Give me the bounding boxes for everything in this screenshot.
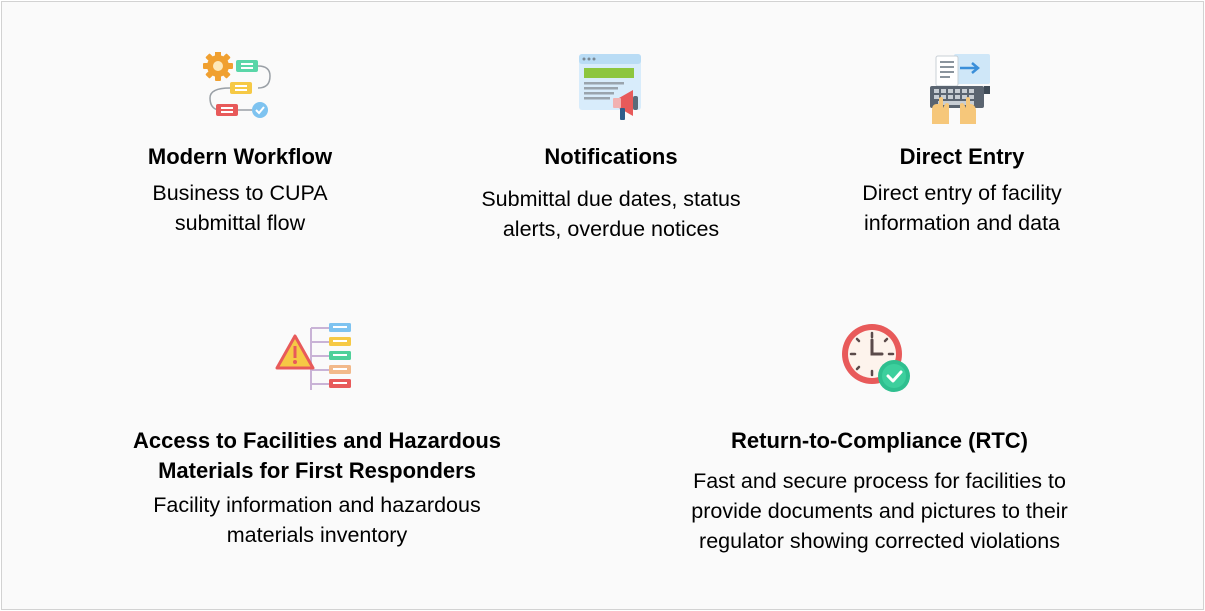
- feature-modern-workflow: Modern Workflow Business to CUPA submitt…: [90, 52, 390, 238]
- feature-description: Business to CUPA submittal flow: [152, 181, 328, 235]
- hazard-hierarchy-icon: [275, 323, 351, 390]
- feature-description: Submittal due dates, status alerts, over…: [481, 187, 741, 241]
- clock-check-icon: [841, 324, 910, 392]
- feature-title: Direct Entry: [899, 144, 1025, 169]
- feature-title: Access to Facilities and Hazardous Mater…: [132, 428, 502, 483]
- feature-direct-entry: Direct Entry Direct entry of facility in…: [812, 52, 1112, 238]
- feature-description: Fast and secure process for facilities t…: [691, 469, 1068, 553]
- keyboard-typing-icon: [930, 54, 990, 124]
- feature-first-responder-access: Access to Facilities and Hazardous Mater…: [92, 322, 542, 550]
- feature-description: Facility information and hazardous mater…: [153, 493, 481, 547]
- feature-title: Notifications: [544, 144, 678, 169]
- feature-description: Direct entry of facility information and…: [862, 181, 1062, 235]
- notification-megaphone-icon: [579, 54, 641, 120]
- feature-title: Return-to-Compliance (RTC): [731, 428, 1028, 453]
- workflow-icon: [203, 52, 271, 118]
- feature-notifications: Notifications Submittal due dates, statu…: [436, 52, 786, 244]
- feature-return-to-compliance: Return-to-Compliance (RTC) Fast and secu…: [642, 322, 1117, 556]
- feature-title: Modern Workflow: [147, 144, 333, 169]
